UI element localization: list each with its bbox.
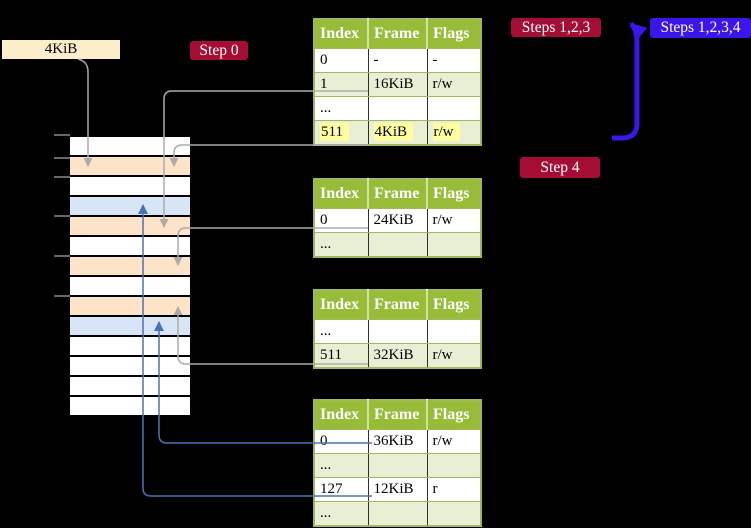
table-cell xyxy=(427,453,481,478)
column-header-index: Index xyxy=(314,19,369,49)
memory-frame-row xyxy=(70,397,190,415)
table-header-row: Index Frame Flags xyxy=(314,179,481,209)
column-header-frame: Frame xyxy=(368,400,428,430)
physical-memory-column xyxy=(70,137,190,415)
steps-123-badge: Steps 1,2,3 xyxy=(511,18,601,37)
column-header-frame: Frame xyxy=(368,290,428,320)
table-cell: ... xyxy=(314,453,369,478)
steps-1234-badge: Steps 1,2,3,4 xyxy=(650,18,751,38)
memory-frame-row xyxy=(70,197,190,217)
memory-frame-row xyxy=(70,297,190,317)
page-table-level-4: Index Frame Flags 0 - - 1 16KiB r/w ... … xyxy=(313,18,482,146)
table-row: 1 16KiB r/w xyxy=(314,72,481,97)
memory-frame-row xyxy=(70,177,190,197)
column-header-flags: Flags xyxy=(427,400,481,430)
table-cell xyxy=(368,232,428,258)
memory-frame-row xyxy=(70,257,190,277)
table-cell xyxy=(427,319,481,344)
table-cell: 32KiB xyxy=(368,343,428,369)
table-cell: 1 xyxy=(314,72,369,97)
table-cell: r/w xyxy=(427,120,481,146)
table-cell: 24KiB xyxy=(368,208,428,233)
table-cell: - xyxy=(427,48,481,73)
column-header-flags: Flags xyxy=(427,179,481,209)
table-cell: ... xyxy=(314,319,369,344)
table-header-row: Index Frame Flags xyxy=(314,290,481,320)
table-row: ... xyxy=(314,96,481,121)
table-row: ... xyxy=(314,453,481,478)
memory-frame-row xyxy=(70,357,190,377)
table-row: ... xyxy=(314,319,481,344)
table-cell: 16KiB xyxy=(368,72,428,97)
column-header-index: Index xyxy=(314,290,369,320)
table-row: ... xyxy=(314,232,481,258)
memory-frame-row xyxy=(70,157,190,177)
table-cell: 4KiB xyxy=(368,120,428,146)
table-cell: 127 xyxy=(314,477,369,502)
table-row-highlighted: 511 4KiB r/w xyxy=(314,120,481,146)
table-cell: 511 xyxy=(314,120,369,146)
arrow-recursive-loop xyxy=(612,22,648,141)
memory-frame-row xyxy=(70,217,190,237)
step-4-badge: Step 4 xyxy=(520,157,600,178)
arrow-l4-entry511-to-4kib-frame xyxy=(169,144,368,167)
step-0-badge: Step 0 xyxy=(190,41,248,60)
table-row: 0 24KiB r/w xyxy=(314,208,481,233)
column-header-index: Index xyxy=(314,179,369,209)
table-row: 127 12KiB r xyxy=(314,477,481,502)
table-cell: ... xyxy=(314,501,369,527)
memory-frame-row xyxy=(70,377,190,397)
table-cell: ... xyxy=(314,232,369,258)
column-header-frame: Frame xyxy=(368,179,428,209)
page-table-level-2: Index Frame Flags ... 511 32KiB r/w xyxy=(313,289,482,369)
page-table-level-3: Index Frame Flags 0 24KiB r/w ... xyxy=(313,178,482,258)
table-cell: 0 xyxy=(314,208,369,233)
memory-frame-row xyxy=(70,317,190,337)
table-cell: r xyxy=(427,477,481,502)
table-cell: 36KiB xyxy=(368,429,428,454)
table-cell: 12KiB xyxy=(368,477,428,502)
table-row: 0 - - xyxy=(314,48,481,73)
table-row: 0 36KiB r/w xyxy=(314,429,481,454)
table-cell xyxy=(427,232,481,258)
table-cell xyxy=(427,501,481,527)
table-cell: 0 xyxy=(314,429,369,454)
table-header-row: Index Frame Flags xyxy=(314,19,481,49)
table-cell: r/w xyxy=(427,208,481,233)
column-header-flags: Flags xyxy=(427,290,481,320)
column-header-frame: Frame xyxy=(368,19,428,49)
memory-boundary-ticks xyxy=(54,134,70,297)
table-cell xyxy=(368,501,428,527)
column-header-index: Index xyxy=(314,400,369,430)
table-cell: r/w xyxy=(427,343,481,369)
table-row: 511 32KiB r/w xyxy=(314,343,481,369)
table-header-row: Index Frame Flags xyxy=(314,400,481,430)
page-table-level-1: Index Frame Flags 0 36KiB r/w ... 127 12… xyxy=(313,399,482,527)
memory-frame-row xyxy=(70,137,190,157)
table-cell: 0 xyxy=(314,48,369,73)
table-cell: r/w xyxy=(427,429,481,454)
table-cell xyxy=(368,96,428,121)
table-cell: r/w xyxy=(427,72,481,97)
memory-frame-row xyxy=(70,237,190,257)
table-cell: 511 xyxy=(314,343,369,369)
table-row: ... xyxy=(314,501,481,527)
table-cell: - xyxy=(368,48,428,73)
table-cell xyxy=(368,319,428,344)
column-header-flags: Flags xyxy=(427,19,481,49)
table-cell: ... xyxy=(314,96,369,121)
memory-frame-row xyxy=(70,277,190,297)
page-size-label: 4KiB xyxy=(2,40,120,59)
memory-frame-row xyxy=(70,337,190,357)
table-cell xyxy=(427,96,481,121)
table-cell xyxy=(368,453,428,478)
